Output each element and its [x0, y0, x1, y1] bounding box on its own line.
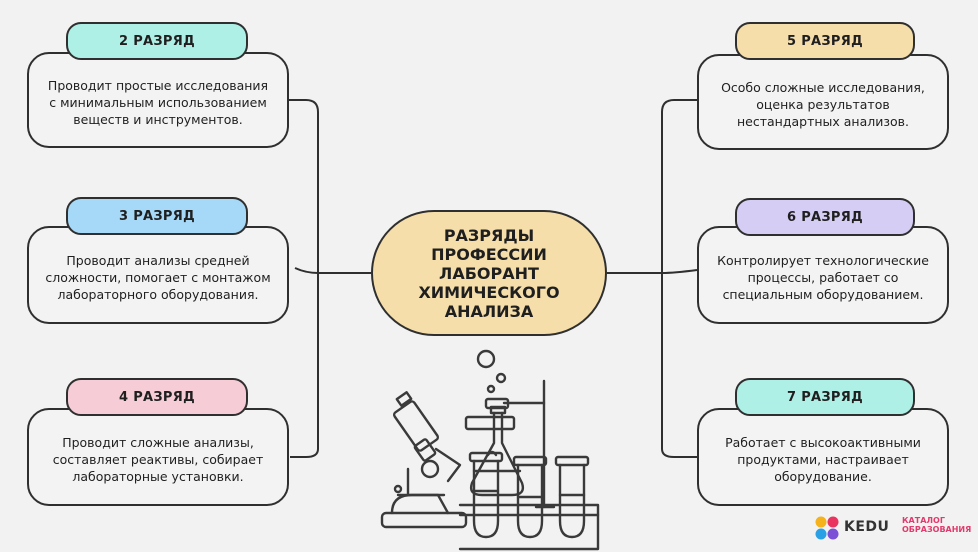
grade-6-card: Контролирует технологические процессы, р… — [697, 226, 949, 324]
center-topic: РАЗРЯДЫ ПРОФЕССИИ ЛАБОРАНТ ХИМИЧЕСКОГО А… — [371, 210, 607, 336]
grade-7-card: Работает с высокоактивными продуктами, н… — [697, 408, 949, 506]
brand-tagline-line1: КАТАЛОГ — [902, 516, 945, 525]
grade-2-description: Проводит простые исследования с минималь… — [47, 77, 269, 127]
center-title: РАЗРЯДЫ ПРОФЕССИИ ЛАБОРАНТ ХИМИЧЕСКОГО А… — [418, 225, 560, 321]
grade-2-card: Проводит простые исследования с минималь… — [27, 52, 289, 148]
grade-7-badge: 7 РАЗРЯД — [735, 378, 915, 416]
grade-5-description: Особо сложные исследования, оценка резул… — [721, 79, 925, 129]
grade-6-badge: 6 РАЗРЯД — [735, 198, 915, 236]
kedu-flower-icon — [815, 516, 839, 540]
grade-7-description: Работает с высокоактивными продуктами, н… — [725, 434, 921, 484]
grade-2-label: 2 РАЗРЯД — [119, 33, 195, 49]
grade-5-badge: 5 РАЗРЯД — [735, 22, 915, 60]
brand-name: KEDU — [844, 519, 890, 535]
grade-2-badge: 2 РАЗРЯД — [66, 22, 248, 60]
brand-tagline: КАТАЛОГ ОБРАЗОВАНИЯ — [902, 516, 971, 534]
grade-4-label: 4 РАЗРЯД — [119, 389, 195, 405]
grade-6-description: Контролирует технологические процессы, р… — [717, 252, 929, 302]
kedu-logo[interactable]: KEDU КАТАЛОГ ОБРАЗОВАНИЯ — [814, 513, 974, 543]
grade-4-description: Проводит сложные анализы, составляет реа… — [52, 434, 264, 484]
grade-4-card: Проводит сложные анализы, составляет реа… — [27, 408, 289, 506]
brand-tagline-line2: ОБРАЗОВАНИЯ — [902, 525, 972, 534]
grade-5-card: Особо сложные исследования, оценка резул… — [697, 54, 949, 150]
grade-3-card: Проводит анализы средней сложности, помо… — [27, 226, 289, 324]
grade-3-description: Проводит анализы средней сложности, помо… — [45, 252, 271, 302]
grade-7-label: 7 РАЗРЯД — [787, 389, 863, 405]
grade-3-label: 3 РАЗРЯД — [119, 208, 195, 224]
grade-3-badge: 3 РАЗРЯД — [66, 197, 248, 235]
grade-6-label: 6 РАЗРЯД — [787, 209, 863, 225]
lab-equipment-icon — [380, 349, 600, 551]
grade-4-badge: 4 РАЗРЯД — [66, 378, 248, 416]
grade-5-label: 5 РАЗРЯД — [787, 33, 863, 49]
